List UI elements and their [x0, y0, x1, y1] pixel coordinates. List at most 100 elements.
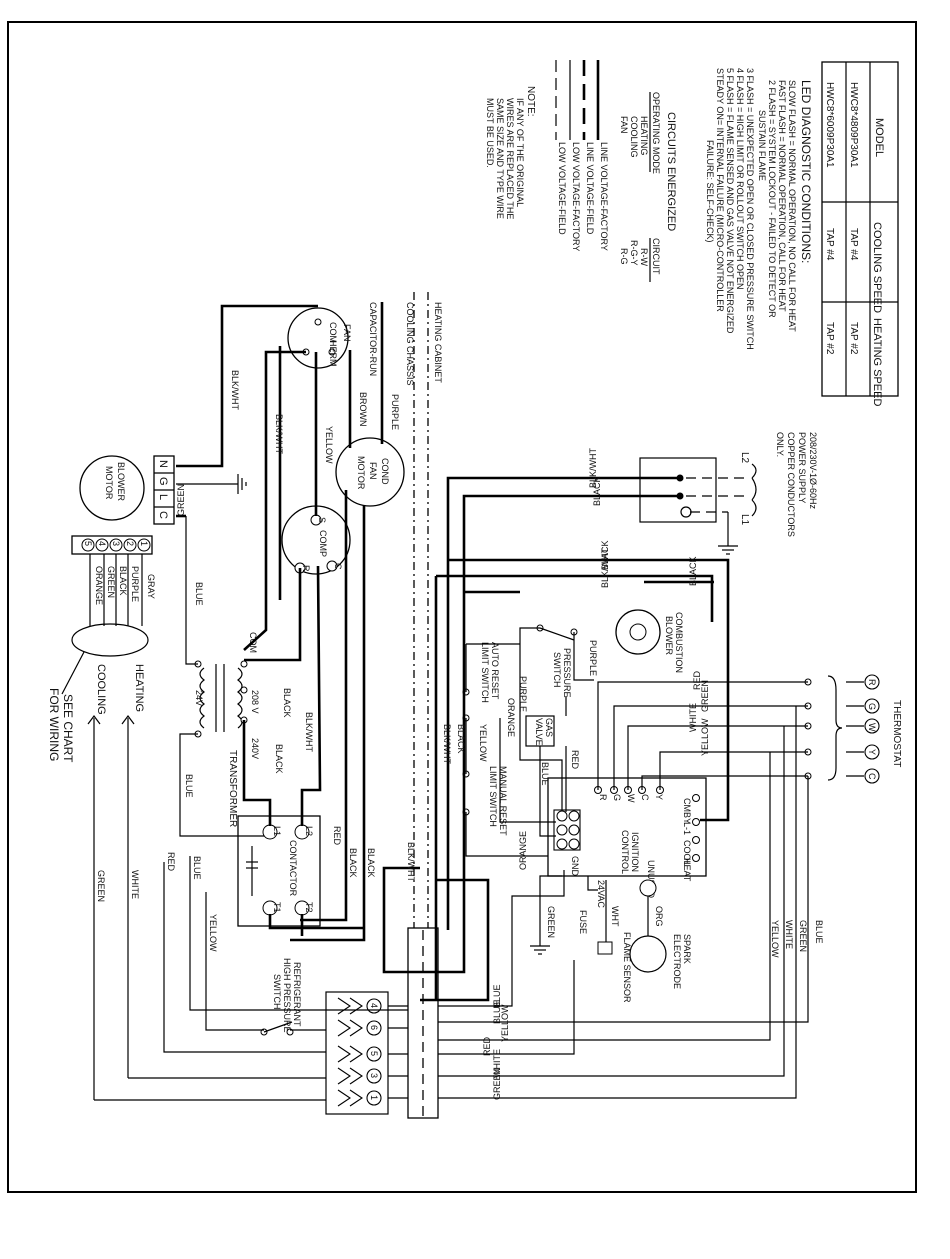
hp-switch-label: HIGH PRESSURE	[282, 958, 292, 1033]
note-title: NOTE:	[525, 86, 536, 117]
contactor-l1: L1	[272, 826, 282, 836]
ic-gnd: GND	[570, 856, 580, 877]
plug-pin: 5	[337, 1045, 382, 1063]
blower-term-n: N	[157, 460, 169, 468]
heating-cabinet-label: HEATING CABINET	[433, 302, 443, 383]
legend-low-voltage-field: LOW VOLTAGE-FIELD	[557, 142, 567, 235]
ic-unused-terminal	[639, 879, 657, 897]
plug-pin: 1	[337, 1089, 382, 1107]
led-line: SLOW FLASH = NORMAL OPERATION, NO CALL F…	[787, 80, 797, 332]
wire-label-green: GREEN	[176, 484, 186, 516]
ic-output-terminal	[692, 818, 700, 826]
power-line: POWER SUPPLY	[797, 432, 807, 503]
ic-24vac: 24VAC	[596, 880, 606, 908]
power-line: ONLY.	[775, 432, 785, 457]
heating-speed-header: HEATING SPEED	[871, 318, 883, 406]
model-table: MODEL COOLING SPEED HEATING SPEED HWC8*4…	[821, 61, 899, 406]
wire-label-purple: PURPLE	[588, 640, 598, 676]
model-row-1-cooling: TAP #4	[848, 228, 859, 261]
heating-label: HEATING	[133, 664, 145, 712]
circuits-mode: HEATING	[639, 116, 649, 155]
manual-reset-limit-switch: MANUAL RESET LIMIT SWITCH	[462, 766, 508, 836]
wire-label-white: WHITE	[492, 1049, 502, 1078]
auto-reset-limit-switch: AUTO RESET LIMIT SWITCH	[462, 642, 500, 722]
blower-term-l: L	[157, 494, 169, 500]
thermostat-label: THERMOSTAT	[891, 700, 902, 767]
wire-label-green: GREEN	[798, 920, 808, 952]
circuits-value: R-W	[639, 248, 649, 266]
combustion-blower-label: BLOWER	[664, 616, 674, 656]
wire-label-yellow: YELLOW	[324, 426, 334, 464]
comp-c-label: C	[333, 563, 343, 570]
wire-label-purple: PURPLE	[518, 676, 528, 712]
blower-motor-label: MOTOR	[104, 466, 114, 500]
comp-s-label: S	[317, 517, 327, 523]
wire-label-green: GREEN	[96, 870, 106, 902]
wire-label-blue: BLUE	[192, 856, 202, 880]
cap-herm-label: HERM	[328, 340, 338, 367]
thermostat-terminal-label: Y	[867, 749, 877, 755]
blower-motor-label: BLOWER	[116, 462, 126, 502]
ic-harness-pin	[568, 838, 580, 850]
thermostat-terminal: G	[804, 698, 880, 714]
transformer-label: TRANSFORMER	[227, 750, 238, 827]
power-supply-block: 208/230V-1Ø-60Hz POWER SUPPLY COPPER CON…	[639, 432, 818, 555]
cond-fan-motor-label: MOTOR	[356, 456, 366, 490]
ic-thermo-r: R	[598, 794, 608, 801]
wire-label-yellow: YELLOW	[478, 724, 488, 762]
ignition-control-label: CONTROL	[620, 830, 630, 874]
wire-label-red: RED	[570, 750, 580, 770]
circuits-mode: FAN	[619, 116, 629, 134]
led-line: FAILURE: SELF-CHECK)	[705, 140, 715, 243]
note-block: NOTE: IF ANY OF THE ORIGINAL WIRES ARE R…	[485, 86, 536, 219]
comp-label: COMP	[318, 530, 328, 557]
wire-label-blue: BLUE	[492, 984, 502, 1008]
contactor-t2: T2	[304, 902, 314, 913]
circuits-energized-block: CIRCUITS ENERGIZED OPERATING MODE CIRCUI…	[619, 92, 677, 282]
tap-color: GRAY	[146, 574, 156, 599]
wire-label-green: GREEN	[546, 906, 556, 938]
plug-pin-label: 1	[369, 1095, 379, 1100]
blower-tap-terminal: 4	[95, 538, 109, 552]
model-row-2-cooling: TAP #4	[824, 228, 835, 261]
wire-label-purple: PURPLE	[390, 394, 400, 430]
model-header: MODEL	[873, 118, 885, 157]
tap-color: ORANGE	[94, 566, 104, 605]
ic-output-terminal	[692, 854, 700, 862]
wire-label-black: BLACK	[456, 724, 466, 754]
plug-pin-label: 6	[369, 1025, 379, 1030]
led-line: STEADY ON= INTERNAL FAILURE (MICRO-CONTR…	[715, 68, 725, 312]
circuits-mode: COOLING	[629, 116, 639, 158]
refrigerant-high-pressure-switch: REFRIGERANT HIGH PRESSURE SWITCH	[260, 958, 302, 1036]
wire-label-blkwht: BLK/WHT	[442, 724, 452, 765]
power-line: COPPER CONDUCTORS	[786, 432, 796, 537]
fuse-label: FUSE	[578, 910, 588, 934]
combustion-blower: COMBUSTION BLOWER	[615, 609, 684, 673]
blower-tap-terminal: 2	[123, 538, 137, 552]
plug-pin-label: 4	[369, 1003, 379, 1008]
auto-reset-label: LIMIT SWITCH	[480, 642, 490, 703]
ic-term-cmby: CMBY	[682, 798, 692, 824]
circuits-value: R-G-Y	[629, 240, 639, 266]
ic-harness-pin	[556, 824, 568, 836]
manual-reset-label: MANUAL RESET	[498, 766, 508, 836]
auto-reset-label: AUTO RESET	[490, 642, 500, 700]
wire-label-black: BLACK	[688, 556, 698, 586]
model-row-1: HWC8*4809P30A1	[848, 82, 859, 168]
led-line: 4 FLASH = HIGH LIMIT OR ROLLOUT SWITCH O…	[735, 68, 745, 289]
blower-tap-number: 2	[125, 541, 135, 546]
wires	[94, 302, 809, 1101]
wire-label-red: RED	[166, 852, 176, 872]
ic-term-l1: L-1	[682, 822, 692, 835]
cond-fan-motor-label: COND	[380, 458, 390, 485]
legend-line-voltage-factory: LINE VOLTAGE-FACTORY	[599, 142, 609, 251]
led-line: FAST FLASH = NORMAL OPERATION, CALL FOR …	[777, 80, 787, 312]
led-line: SUSTAIN FLAME	[757, 110, 767, 181]
wire-label-brown: BROWN	[358, 392, 368, 427]
wire-label-blkwht: BLK/WHT	[274, 414, 284, 455]
led-title: LED DIAGNOSTIC CONDITIONS:	[799, 80, 813, 263]
wire-label-black: BLACK	[348, 848, 358, 878]
see-chart-label: SEE CHART	[61, 694, 75, 763]
thermostat-terminal: Y	[804, 744, 880, 760]
